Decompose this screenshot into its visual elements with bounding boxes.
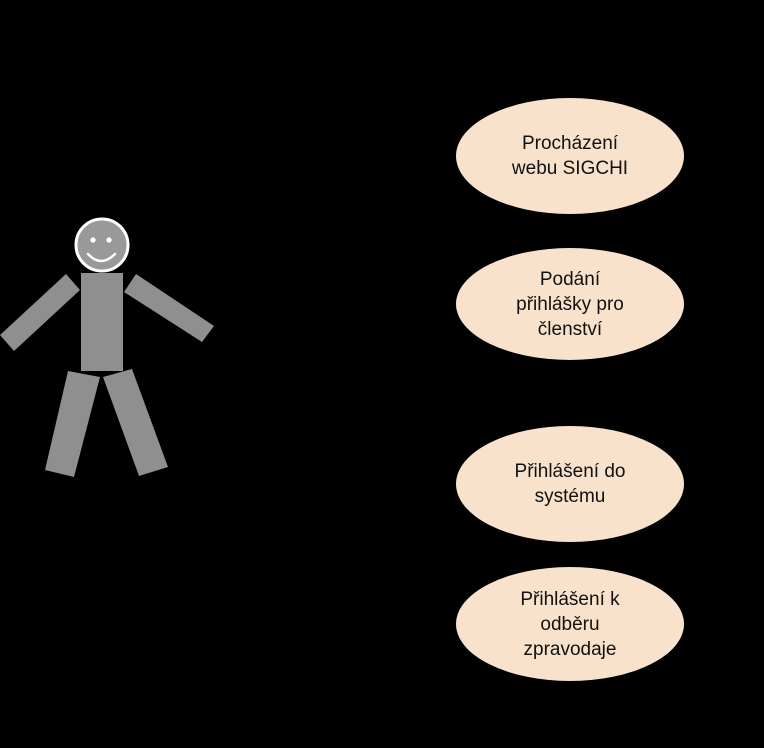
actor-right-eye	[106, 237, 112, 243]
use-case-browse-sigchi-web[interactable]: Procházení webu SIGCHI	[455, 97, 685, 215]
actor-right-leg	[103, 369, 168, 476]
actor-left-leg	[45, 371, 100, 477]
actor-head	[74, 217, 130, 273]
actor-smile	[86, 252, 117, 263]
use-case-newsletter-subscription[interactable]: Přihlášení k odběru zpravodaje	[455, 566, 685, 682]
actor-figure	[0, 217, 214, 477]
actor-torso	[81, 273, 123, 371]
use-case-system-login[interactable]: Přihlášení do systému	[455, 425, 685, 543]
use-case-membership-application[interactable]: Podání přihlášky pro členství	[455, 247, 685, 361]
actor-left-eye	[90, 237, 96, 243]
actor-left-arm	[0, 274, 80, 351]
actor-right-arm	[124, 274, 214, 342]
